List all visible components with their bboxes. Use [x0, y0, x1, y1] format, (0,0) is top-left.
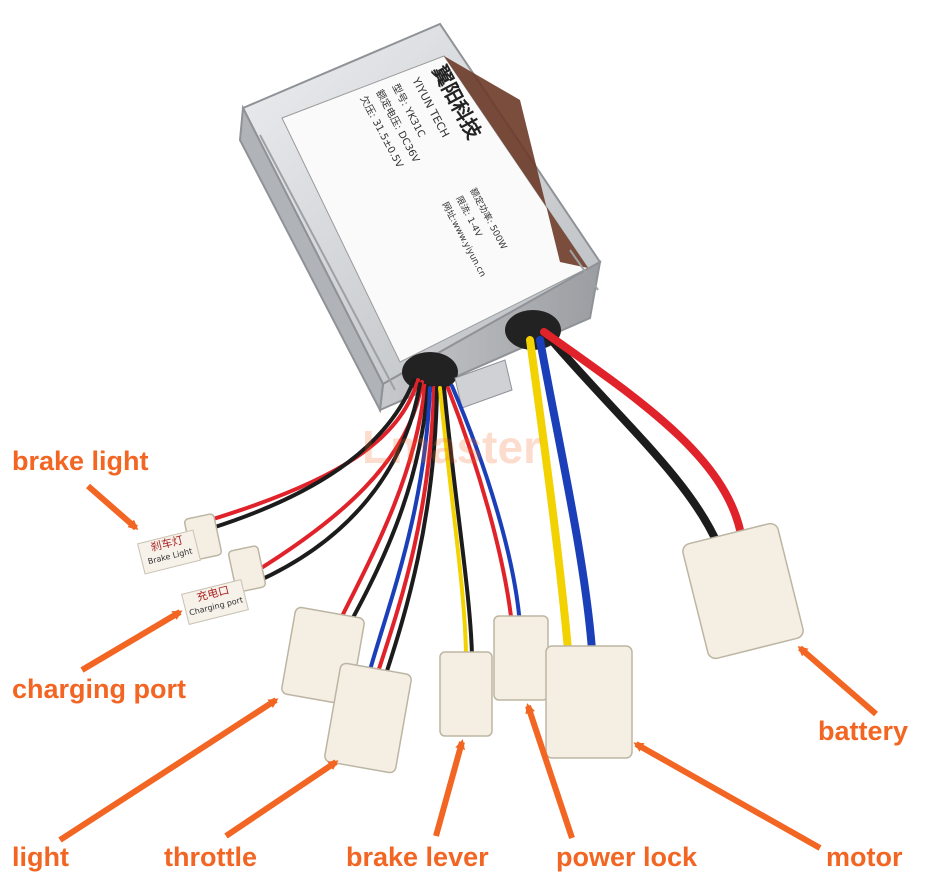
arrow-brake-light [86, 483, 139, 531]
power-lock-connector [493, 615, 549, 701]
label-power-lock: power lock [556, 842, 698, 872]
callout-arrows [58, 483, 878, 851]
wire-harness-left [208, 378, 522, 676]
controller-housing [238, 22, 602, 414]
label-light: light [12, 842, 69, 872]
brake-lever-connector [439, 651, 493, 737]
arrow-battery [797, 645, 878, 717]
wire-harness-right [526, 328, 746, 654]
arrow-throttle [224, 759, 339, 839]
label-brake-lever: brake lever [346, 842, 489, 872]
arrow-motor [633, 741, 822, 851]
arrow-power-lock [525, 703, 575, 839]
label-charging-port: charging port [12, 674, 186, 704]
label-motor: motor [826, 842, 903, 872]
arrow-charging-port [80, 609, 183, 673]
connectors [183, 513, 804, 774]
label-throttle: throttle [164, 842, 257, 872]
arrow-brake-lever [433, 739, 465, 837]
watermark: Lmaster [362, 421, 541, 473]
throttle-connector [324, 662, 412, 774]
battery-connector [682, 522, 804, 660]
label-battery: battery [818, 716, 909, 746]
label-brake-light: brake light [12, 446, 149, 476]
motor-connector [545, 645, 633, 759]
arrow-light [58, 697, 279, 843]
